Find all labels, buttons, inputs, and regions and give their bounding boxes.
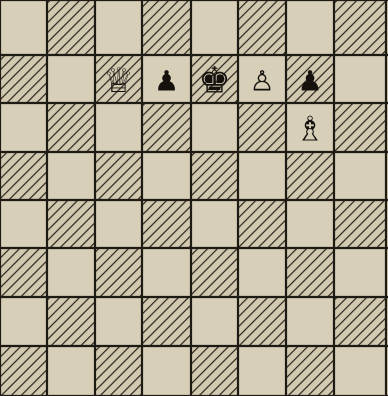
white-pawn-icon: ♙ xyxy=(249,65,274,98)
square-d6 xyxy=(142,103,191,152)
white-queen-icon: ♕ xyxy=(103,61,133,101)
square-a6 xyxy=(0,103,47,152)
square-f5 xyxy=(238,152,286,200)
square-f3 xyxy=(238,248,286,297)
square-d4 xyxy=(142,200,191,248)
white-bishop-icon: ♗ xyxy=(295,110,325,150)
square-e1 xyxy=(191,346,238,396)
square-g8 xyxy=(286,0,334,55)
square-c4 xyxy=(95,200,142,248)
square-a4 xyxy=(0,200,47,248)
square-c8 xyxy=(95,0,142,55)
square-h7 xyxy=(334,55,386,103)
square-d3 xyxy=(142,248,191,297)
square-c2 xyxy=(95,297,142,346)
square-h3 xyxy=(334,248,386,297)
square-e2 xyxy=(191,297,238,346)
square-f2 xyxy=(238,297,286,346)
black-pawn-icon: ♟ xyxy=(297,65,322,98)
square-f1 xyxy=(238,346,286,396)
square-h5 xyxy=(334,152,386,200)
square-g1 xyxy=(286,346,334,396)
square-c6 xyxy=(95,103,142,152)
square-f4 xyxy=(238,200,286,248)
square-e3 xyxy=(191,248,238,297)
square-b5 xyxy=(47,152,95,200)
square-g5 xyxy=(286,152,334,200)
square-c5 xyxy=(95,152,142,200)
square-e4 xyxy=(191,200,238,248)
square-b4 xyxy=(47,200,95,248)
square-d8 xyxy=(142,0,191,55)
square-b3 xyxy=(47,248,95,297)
square-d2 xyxy=(142,297,191,346)
square-h1 xyxy=(334,346,386,396)
square-a7 xyxy=(0,55,47,103)
square-a5 xyxy=(0,152,47,200)
square-e6 xyxy=(191,103,238,152)
black-pawn-icon: ♟ xyxy=(154,65,179,98)
square-a2 xyxy=(0,297,47,346)
square-b6 xyxy=(47,103,95,152)
square-h2 xyxy=(334,297,386,346)
square-g3 xyxy=(286,248,334,297)
square-d5 xyxy=(142,152,191,200)
square-b1 xyxy=(47,346,95,396)
square-c3 xyxy=(95,248,142,297)
square-a3 xyxy=(0,248,47,297)
square-b7 xyxy=(47,55,95,103)
square-a8 xyxy=(0,0,47,55)
square-d1 xyxy=(142,346,191,396)
square-e5 xyxy=(191,152,238,200)
square-h4 xyxy=(334,200,386,248)
square-h8 xyxy=(334,0,386,55)
black-king-icon: ♚ xyxy=(198,61,230,102)
square-g4 xyxy=(286,200,334,248)
square-h6 xyxy=(334,103,386,152)
square-f8 xyxy=(238,0,286,55)
square-f6 xyxy=(238,103,286,152)
square-b8 xyxy=(47,0,95,55)
square-g2 xyxy=(286,297,334,346)
square-e8 xyxy=(191,0,238,55)
square-c1 xyxy=(95,346,142,396)
square-a1 xyxy=(0,346,47,396)
square-b2 xyxy=(47,297,95,346)
